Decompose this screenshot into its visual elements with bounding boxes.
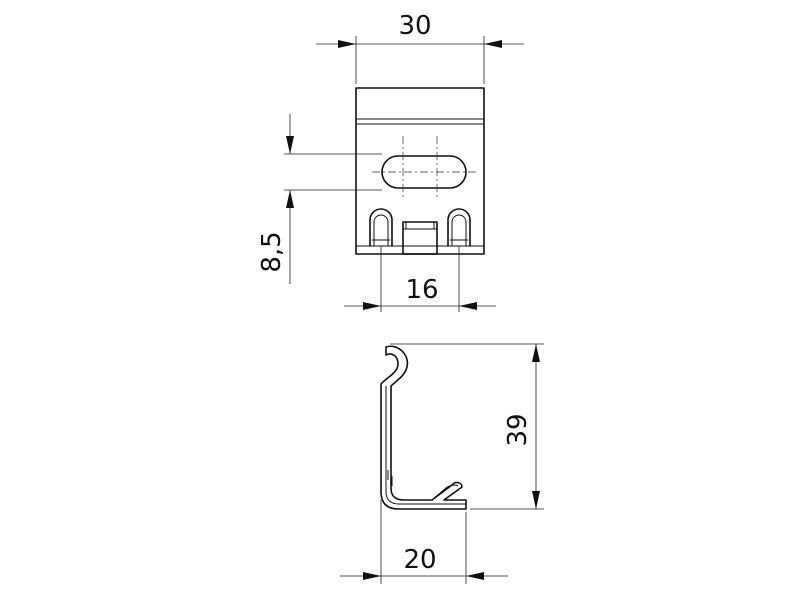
- left-tab-inner: [373, 214, 389, 246]
- right-tab-cutout: [447, 208, 471, 247]
- dim-20-label: 20: [403, 545, 436, 575]
- profile-outline-outer: [380, 345, 467, 510]
- center-tongue: [402, 221, 438, 255]
- left-tab-cutout: [369, 208, 393, 247]
- dim-16-arrow-right: [459, 302, 477, 310]
- dim-39-arrow-top: [532, 344, 540, 362]
- profile-spring-line: [431, 484, 459, 501]
- side-profile-view: 39 20: [340, 343, 544, 584]
- dim-20-arrow-right: [466, 572, 484, 580]
- dim-30-arrow-left: [338, 40, 356, 48]
- oblong-slot: [381, 155, 467, 189]
- front-view: 30 8,5 16: [257, 11, 524, 312]
- right-tab-inner: [451, 214, 467, 246]
- profile-tab-line: [387, 470, 393, 486]
- dim-30-arrow-right: [484, 40, 502, 48]
- profile-inner-line: [385, 386, 466, 505]
- dim-85-arrow-top: [286, 136, 294, 154]
- dim-30-label: 30: [398, 11, 431, 41]
- dim-39-arrow-bottom: [532, 491, 540, 509]
- dim-39-label: 39: [503, 413, 533, 446]
- dim-16-arrow-left: [363, 302, 381, 310]
- dim-16-label: 16: [405, 275, 438, 305]
- dim-85-label: 8,5: [257, 231, 287, 272]
- dim-20-arrow-left: [363, 572, 381, 580]
- dim-85-arrow-bottom: [286, 190, 294, 208]
